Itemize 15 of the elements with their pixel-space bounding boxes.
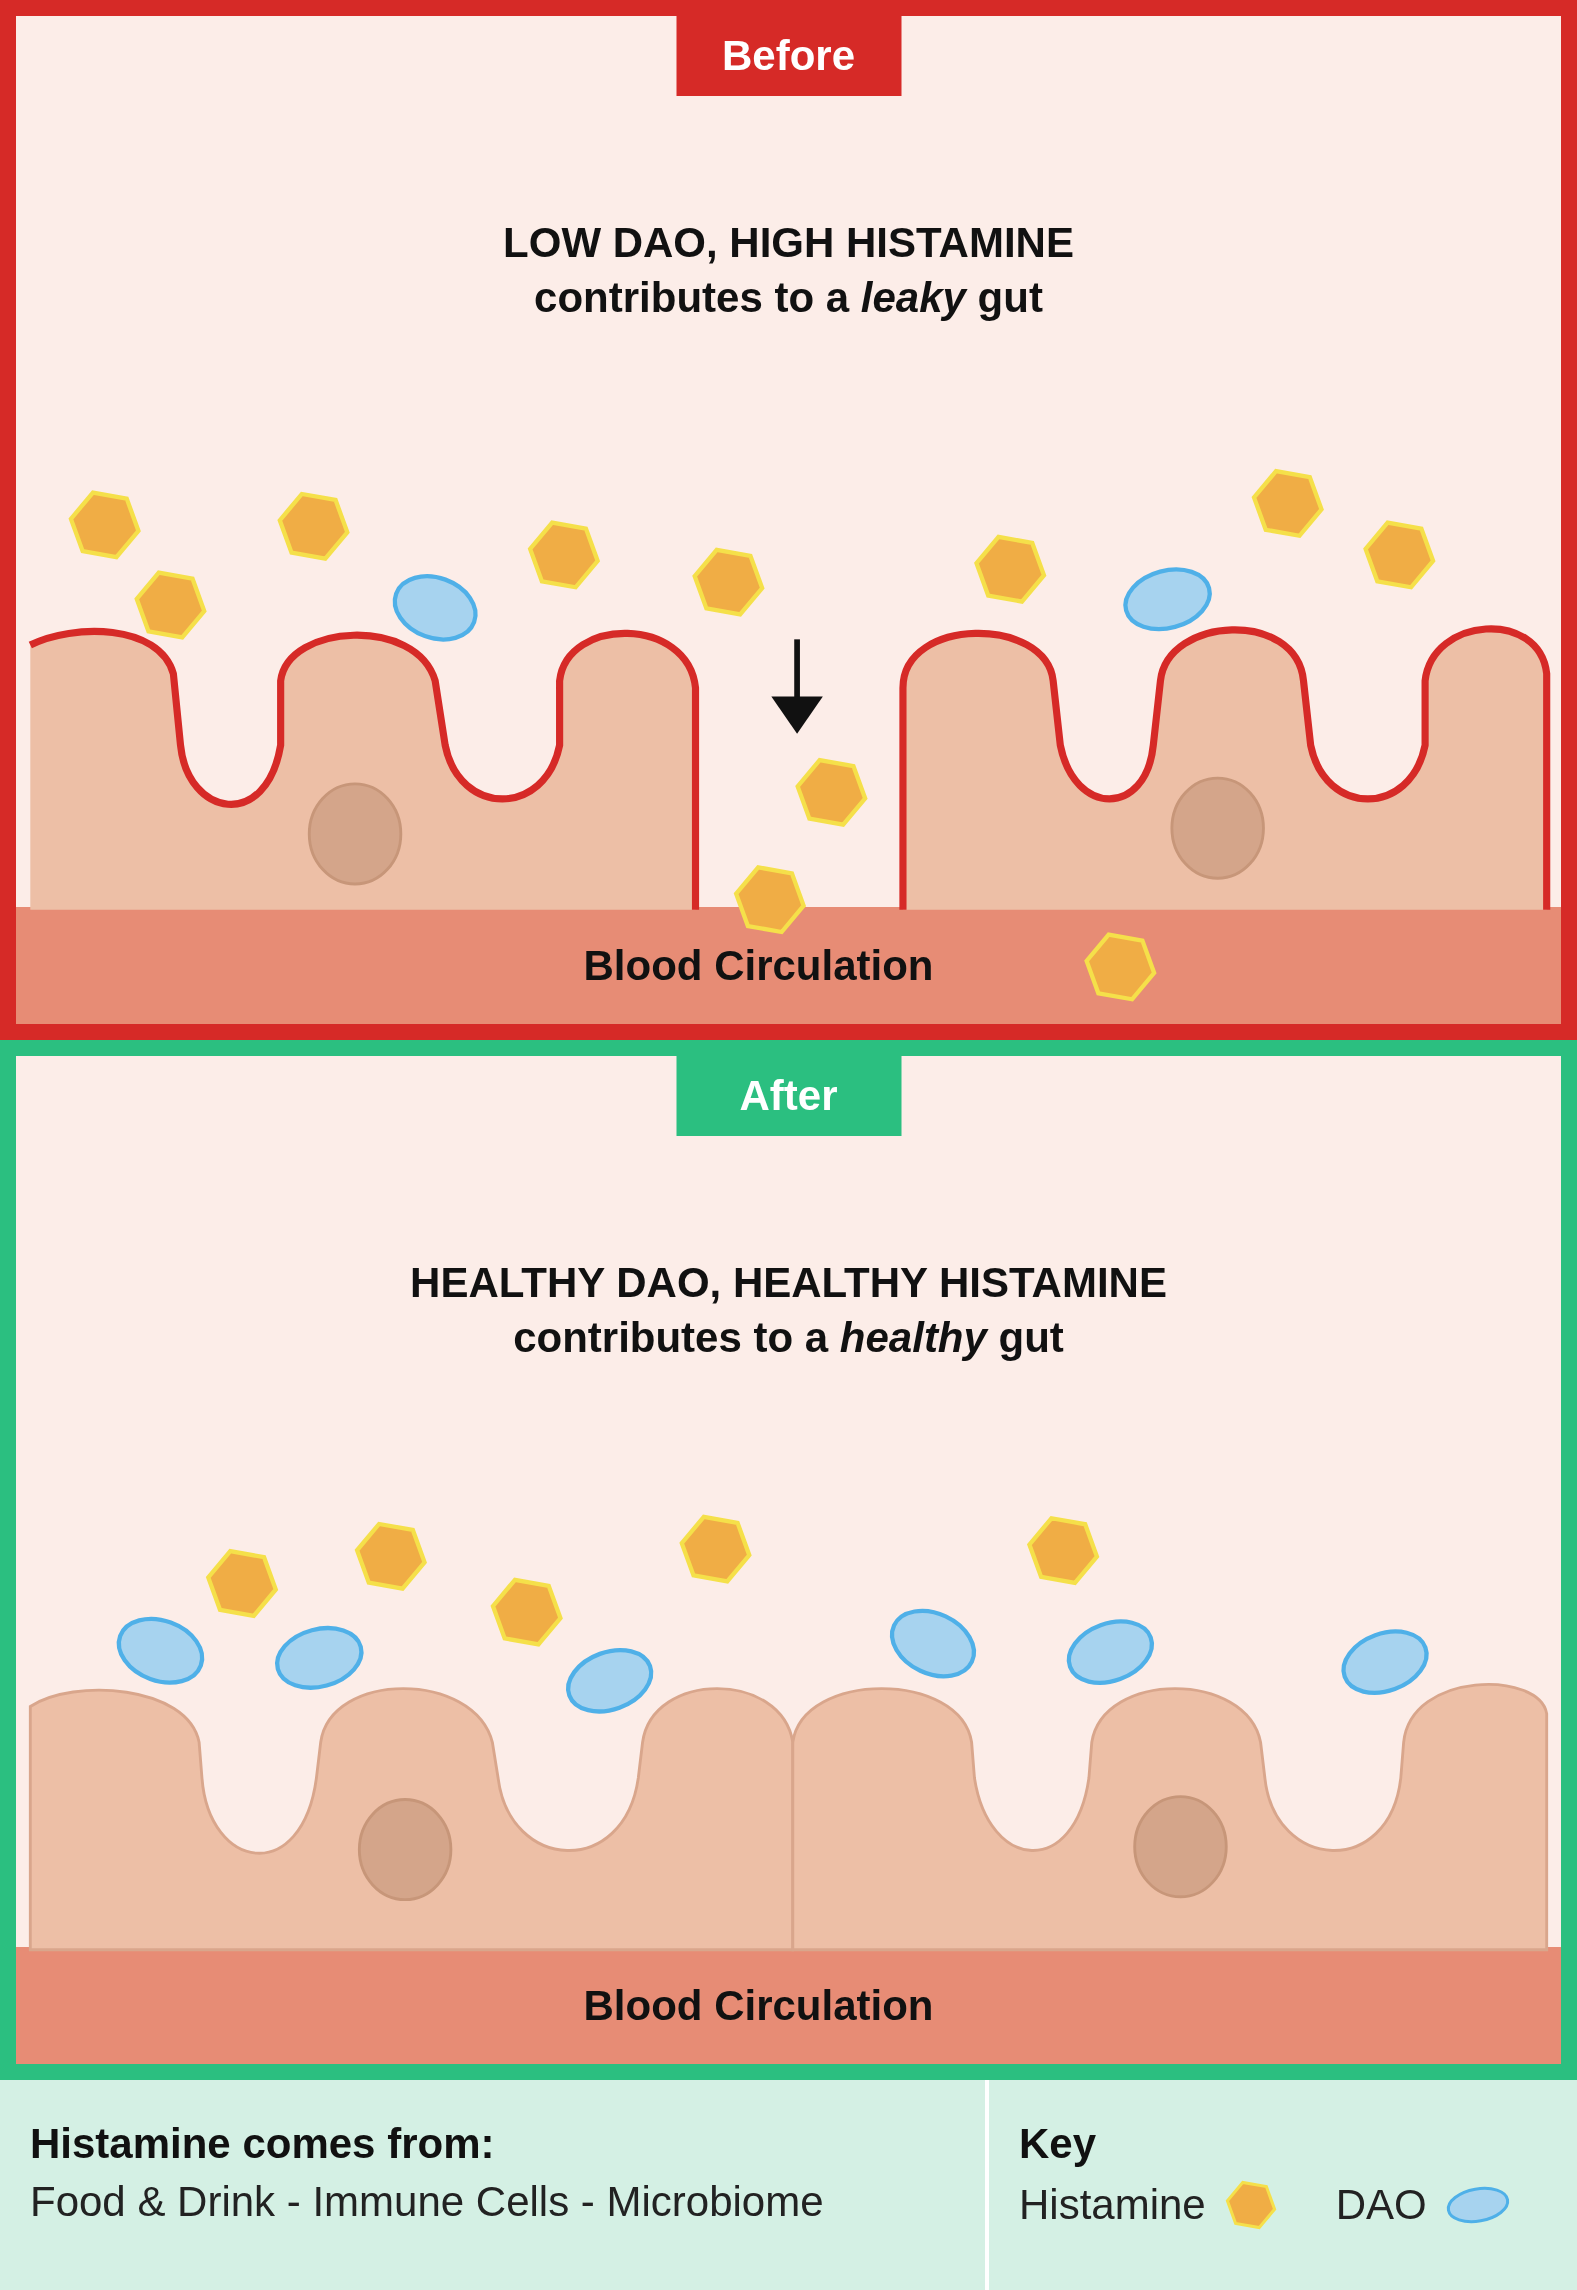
panel-heading: HEALTHY DAO, HEALTHY HISTAMINE contributes to a healthy gut bbox=[409, 1258, 1168, 1363]
comparison-panel bbox=[0, 0, 1577, 1040]
panel-label: After bbox=[676, 1056, 901, 1136]
blood-circulation-band bbox=[16, 907, 1561, 1024]
key-heading: Key bbox=[1019, 2120, 1098, 2168]
band-label: Blood Circulation bbox=[583, 941, 934, 990]
panel-heading: LOW DAO, HIGH HISTAMINE contributes to a leaky gut bbox=[502, 218, 1075, 323]
comparison-panel bbox=[0, 1040, 1577, 2080]
legend-text: Histamine bbox=[1019, 2181, 1206, 2229]
source-heading: Histamine comes from: bbox=[30, 2120, 496, 2168]
legend-text: DAO bbox=[1335, 2181, 1427, 2229]
blood-circulation-band bbox=[16, 1947, 1561, 2064]
source-list: Food & Drink - Immune Cells - Microbiome bbox=[30, 2178, 955, 2226]
panel-label: Before bbox=[676, 16, 901, 96]
band-label: Blood Circulation bbox=[583, 1981, 934, 2030]
